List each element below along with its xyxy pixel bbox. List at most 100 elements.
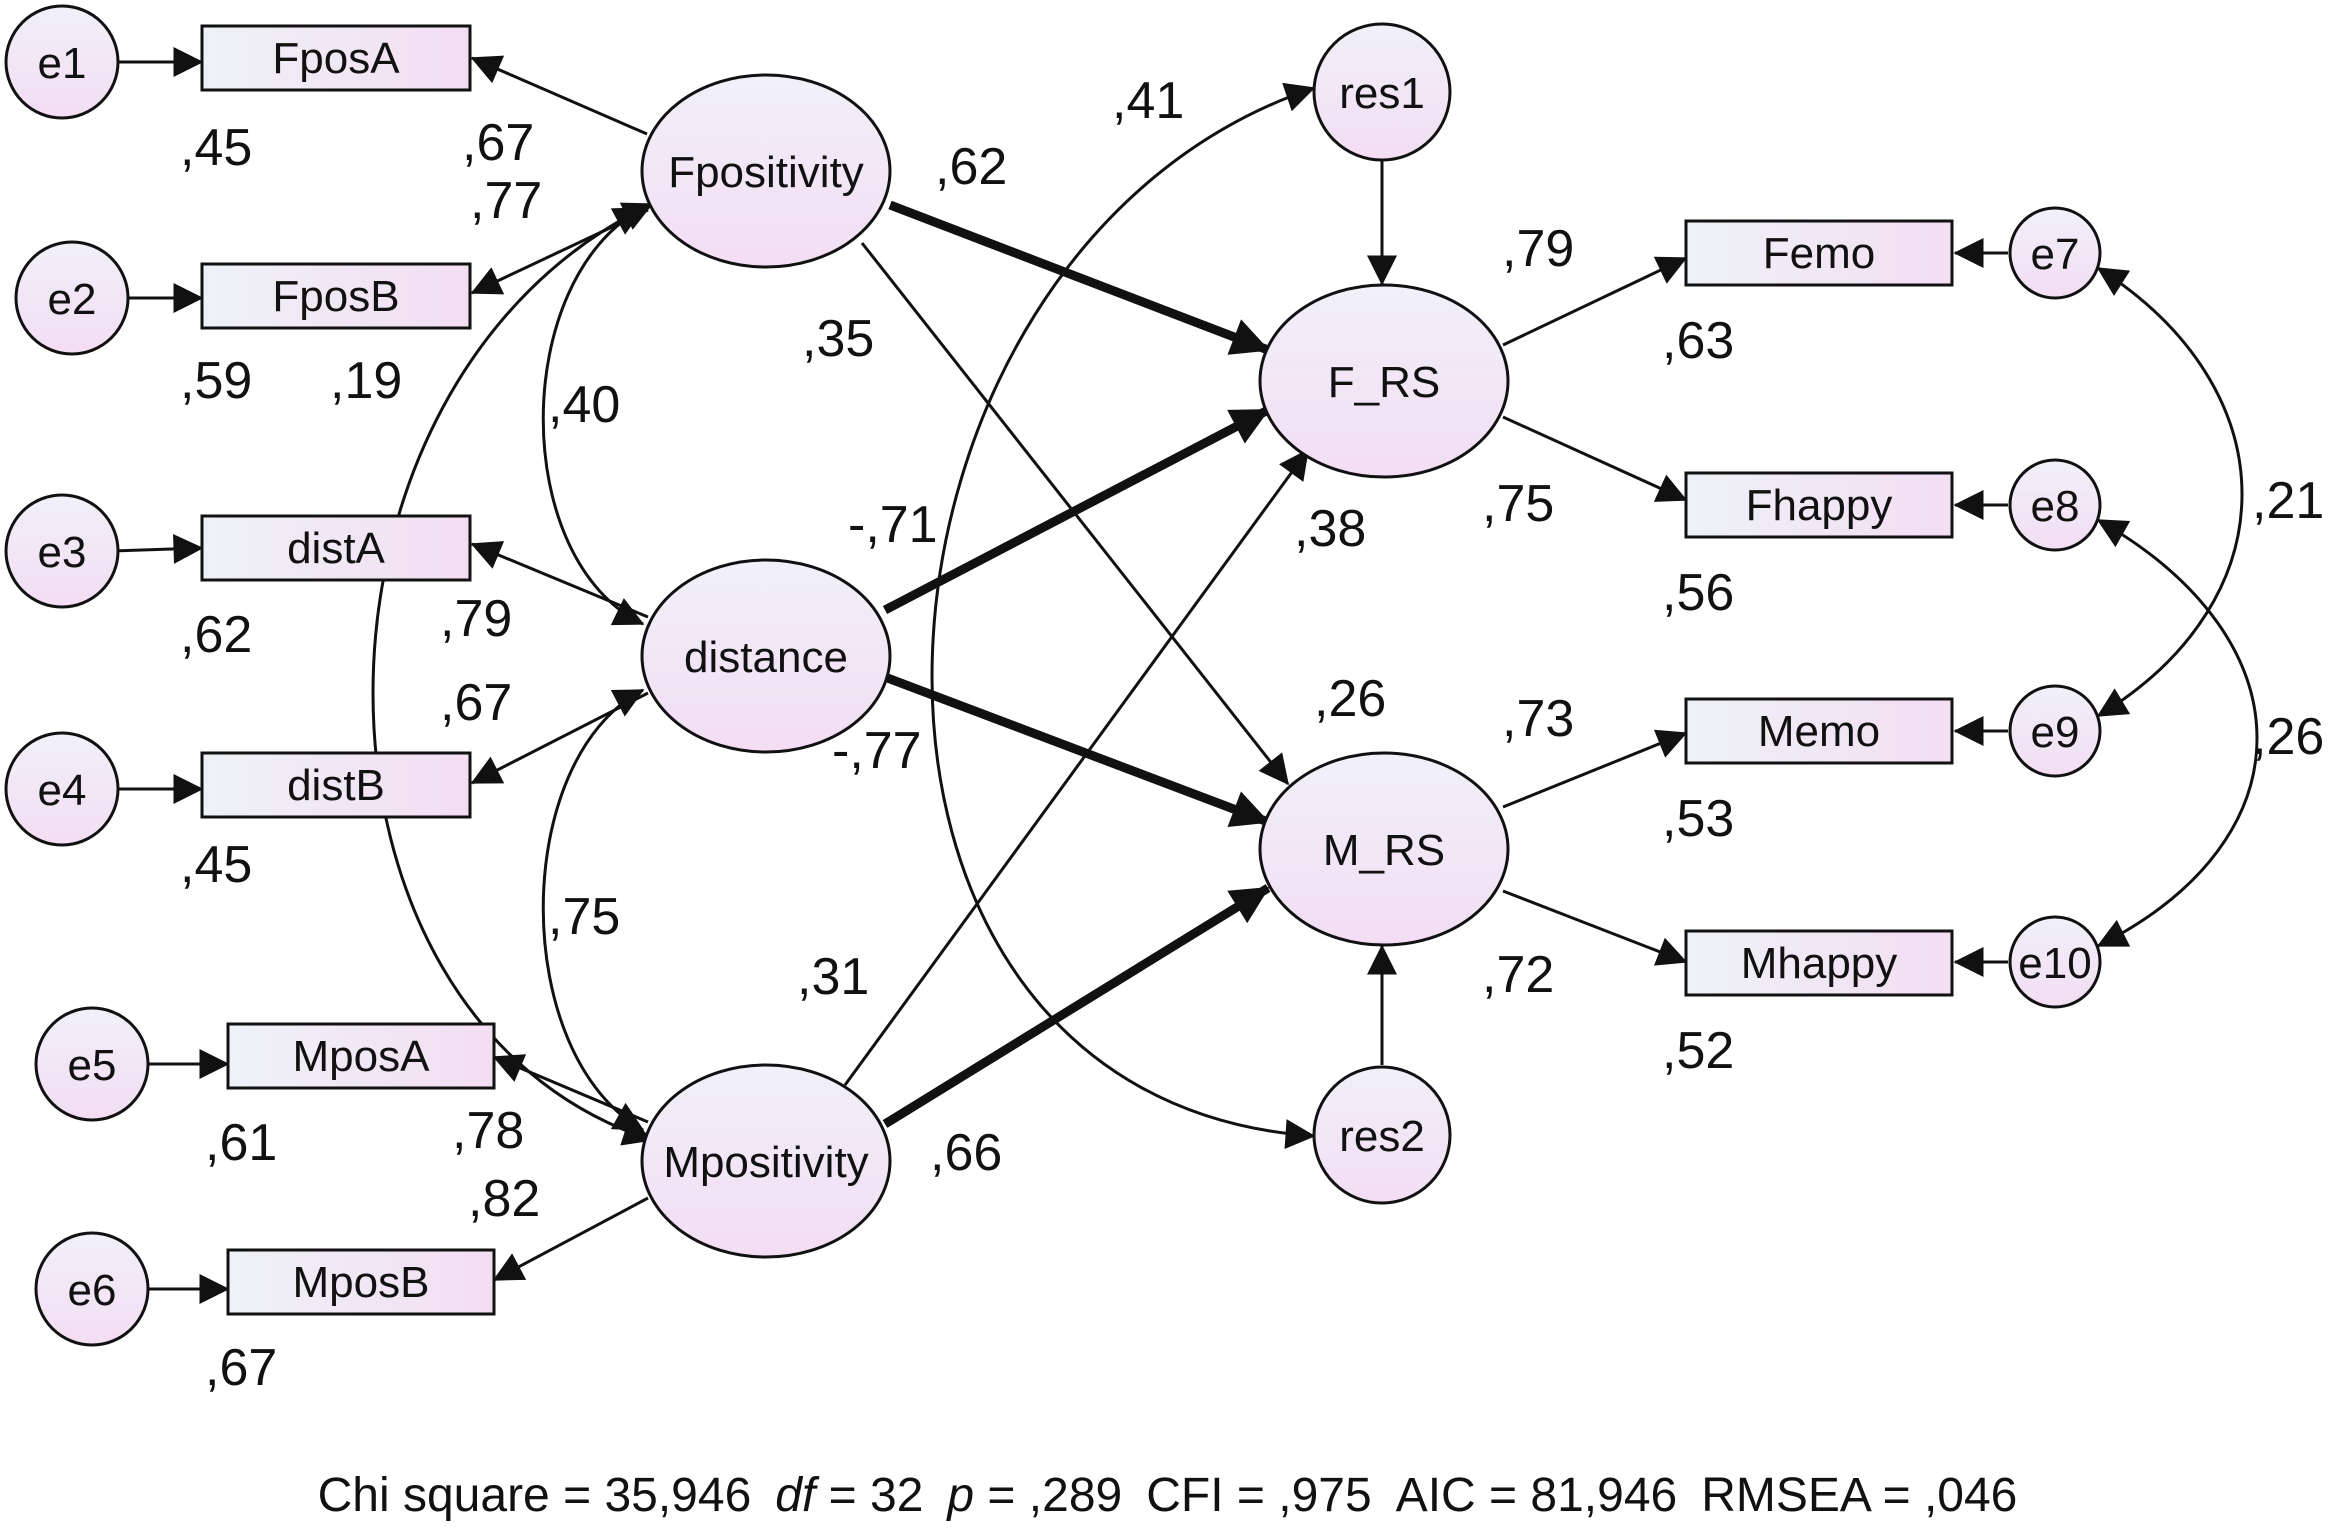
- coef-r2-distb: ,45: [180, 836, 252, 894]
- indicator-node-mhappy: Mhappy: [1684, 929, 1954, 997]
- df-stat: df = 32: [775, 1469, 923, 1522]
- node-label: e1: [38, 39, 87, 88]
- edge-e3-dista: [110, 533, 204, 564]
- node-label: distance: [684, 633, 848, 682]
- coef-cov-e7-e9: ,21: [2252, 472, 2324, 530]
- coef-cov-dist-mpos: ,75: [548, 888, 620, 946]
- error-node-e2: e2: [14, 240, 130, 356]
- coef-path-fpos-mrs: ,35: [802, 310, 874, 368]
- coef-r2-mposa: ,61: [205, 1114, 277, 1172]
- edge-cov-dist-mpos: [541, 688, 645, 1132]
- node-label: FposB: [272, 272, 399, 321]
- error-node-e5: e5: [34, 1006, 150, 1122]
- edge-cov-e7-e9: [2096, 266, 2244, 718]
- coef-cov-fpos-dist: ,40: [548, 376, 620, 434]
- indicator-node-distb: distB: [200, 751, 472, 819]
- coef-load-distb: ,67: [440, 674, 512, 732]
- indicator-node-memo: Memo: [1684, 697, 1954, 765]
- indicator-node-dista: distA: [200, 514, 472, 582]
- node-label: distA: [287, 524, 385, 573]
- node-label: Mpositivity: [663, 1138, 868, 1187]
- coef-cov-e8-e10: ,26: [2252, 708, 2324, 766]
- indicator-node-mposa: MposA: [226, 1022, 496, 1090]
- edge-mpos-mposb: [492, 1196, 649, 1282]
- coef-r2-mrs: ,26: [1314, 670, 1386, 728]
- node-label: FposA: [272, 34, 400, 83]
- nodes: e1 e2 e3 e4 e5 e6 FposA FposB: [4, 4, 2102, 1347]
- p-stat: p = ,289: [947, 1469, 1122, 1522]
- coef-r2-fposa: ,45: [180, 119, 252, 177]
- error-node-e9: e9: [2008, 684, 2102, 778]
- node-label: e2: [48, 275, 97, 324]
- coef-r2-fposb: ,59: [180, 352, 252, 410]
- indicator-node-fposa: FposA: [200, 24, 472, 92]
- node-label: e5: [68, 1041, 117, 1090]
- node-label: Memo: [1758, 707, 1880, 756]
- error-node-e3: e3: [4, 493, 120, 609]
- coef-load-fposa: ,67: [462, 114, 534, 172]
- cfi-stat: CFI = ,975: [1146, 1469, 1372, 1522]
- edge-dist-mrs: [883, 672, 1270, 827]
- chi-square-stat: Chi square = 35,946: [317, 1469, 752, 1522]
- indicator-node-fhappy: Fhappy: [1684, 471, 1954, 539]
- coef-load-mhappy: ,72: [1482, 946, 1554, 1004]
- aic-stat: AIC = 81,946: [1395, 1469, 1678, 1522]
- edge-mrs-memo: [1502, 729, 1688, 809]
- edges: [110, 47, 2259, 1304]
- coef-load-dista: ,79: [440, 590, 512, 648]
- edge-mrs-mhappy: [1502, 889, 1688, 966]
- edge-dist-frs: [882, 406, 1271, 614]
- rmsea-stat: RMSEA = ,046: [1701, 1469, 2018, 1522]
- coef-r2-memo: ,53: [1662, 790, 1734, 848]
- coef-path-dist-frs: -,71: [848, 496, 938, 554]
- error-node-e6: e6: [34, 1231, 150, 1347]
- node-label: MposA: [293, 1032, 431, 1081]
- node-label: M_RS: [1323, 826, 1445, 875]
- coef-load-mposb: ,82: [468, 1170, 540, 1228]
- node-label: e7: [2031, 230, 2080, 279]
- error-node-e4: e4: [4, 731, 120, 847]
- latent-node-m-rs: M_RS: [1258, 751, 1510, 947]
- coefficient-labels: ,45 ,67 ,77 ,59 ,19 ,40 ,62 ,35 ,62 ,79 …: [180, 72, 2324, 1397]
- node-label: e6: [68, 1266, 117, 1315]
- coef-load-fhappy: ,75: [1482, 475, 1554, 533]
- node-label: Mhappy: [1741, 939, 1898, 988]
- coef-path-mpos-mrs: ,66: [930, 1124, 1002, 1182]
- edge-frs-femo: [1502, 256, 1688, 347]
- node-label: e8: [2031, 482, 2080, 531]
- edge-mpos-mrs: [882, 884, 1271, 1128]
- node-label: MposB: [293, 1258, 430, 1307]
- indicator-node-femo: Femo: [1684, 219, 1954, 287]
- node-label: e4: [38, 766, 87, 815]
- node-label: res2: [1339, 1112, 1425, 1161]
- error-node-e7: e7: [2008, 206, 2102, 300]
- error-node-e10: e10: [2008, 915, 2102, 1009]
- node-label: e10: [2018, 939, 2091, 988]
- latent-node-f-rs: F_RS: [1258, 283, 1510, 479]
- edge-cov-fpos-dist: [541, 206, 645, 626]
- coef-r2-frs: ,38: [1294, 500, 1366, 558]
- df-symbol: df: [775, 1469, 816, 1522]
- node-label: distB: [287, 761, 385, 810]
- indicator-node-fposb: FposB: [200, 262, 472, 330]
- error-node-e1: e1: [4, 4, 120, 120]
- coef-path-dist-mrs: -,77: [832, 722, 922, 780]
- edge-cov-fpos-mpos: [371, 202, 654, 1146]
- coef-cov-res: ,41: [1112, 72, 1184, 130]
- node-label: F_RS: [1328, 358, 1440, 407]
- p-symbol: p: [947, 1469, 975, 1522]
- edge-mpos-frs: [843, 448, 1310, 1086]
- coef-load-fposb: ,77: [470, 172, 542, 230]
- error-node-e8: e8: [2008, 458, 2102, 552]
- edge-fpos-fposa: [470, 55, 648, 136]
- edge-fpos-frs: [888, 200, 1270, 355]
- residual-node-res1: res1: [1312, 22, 1452, 162]
- node-label: e9: [2031, 708, 2080, 757]
- coef-cov-fpos-mpos: ,19: [330, 352, 402, 410]
- coef-load-femo: ,79: [1502, 220, 1574, 278]
- coef-load-memo: ,73: [1502, 690, 1574, 748]
- node-label: e3: [38, 528, 87, 577]
- coef-r2-mposb: ,67: [205, 1339, 277, 1397]
- node-label: Fpositivity: [668, 148, 864, 197]
